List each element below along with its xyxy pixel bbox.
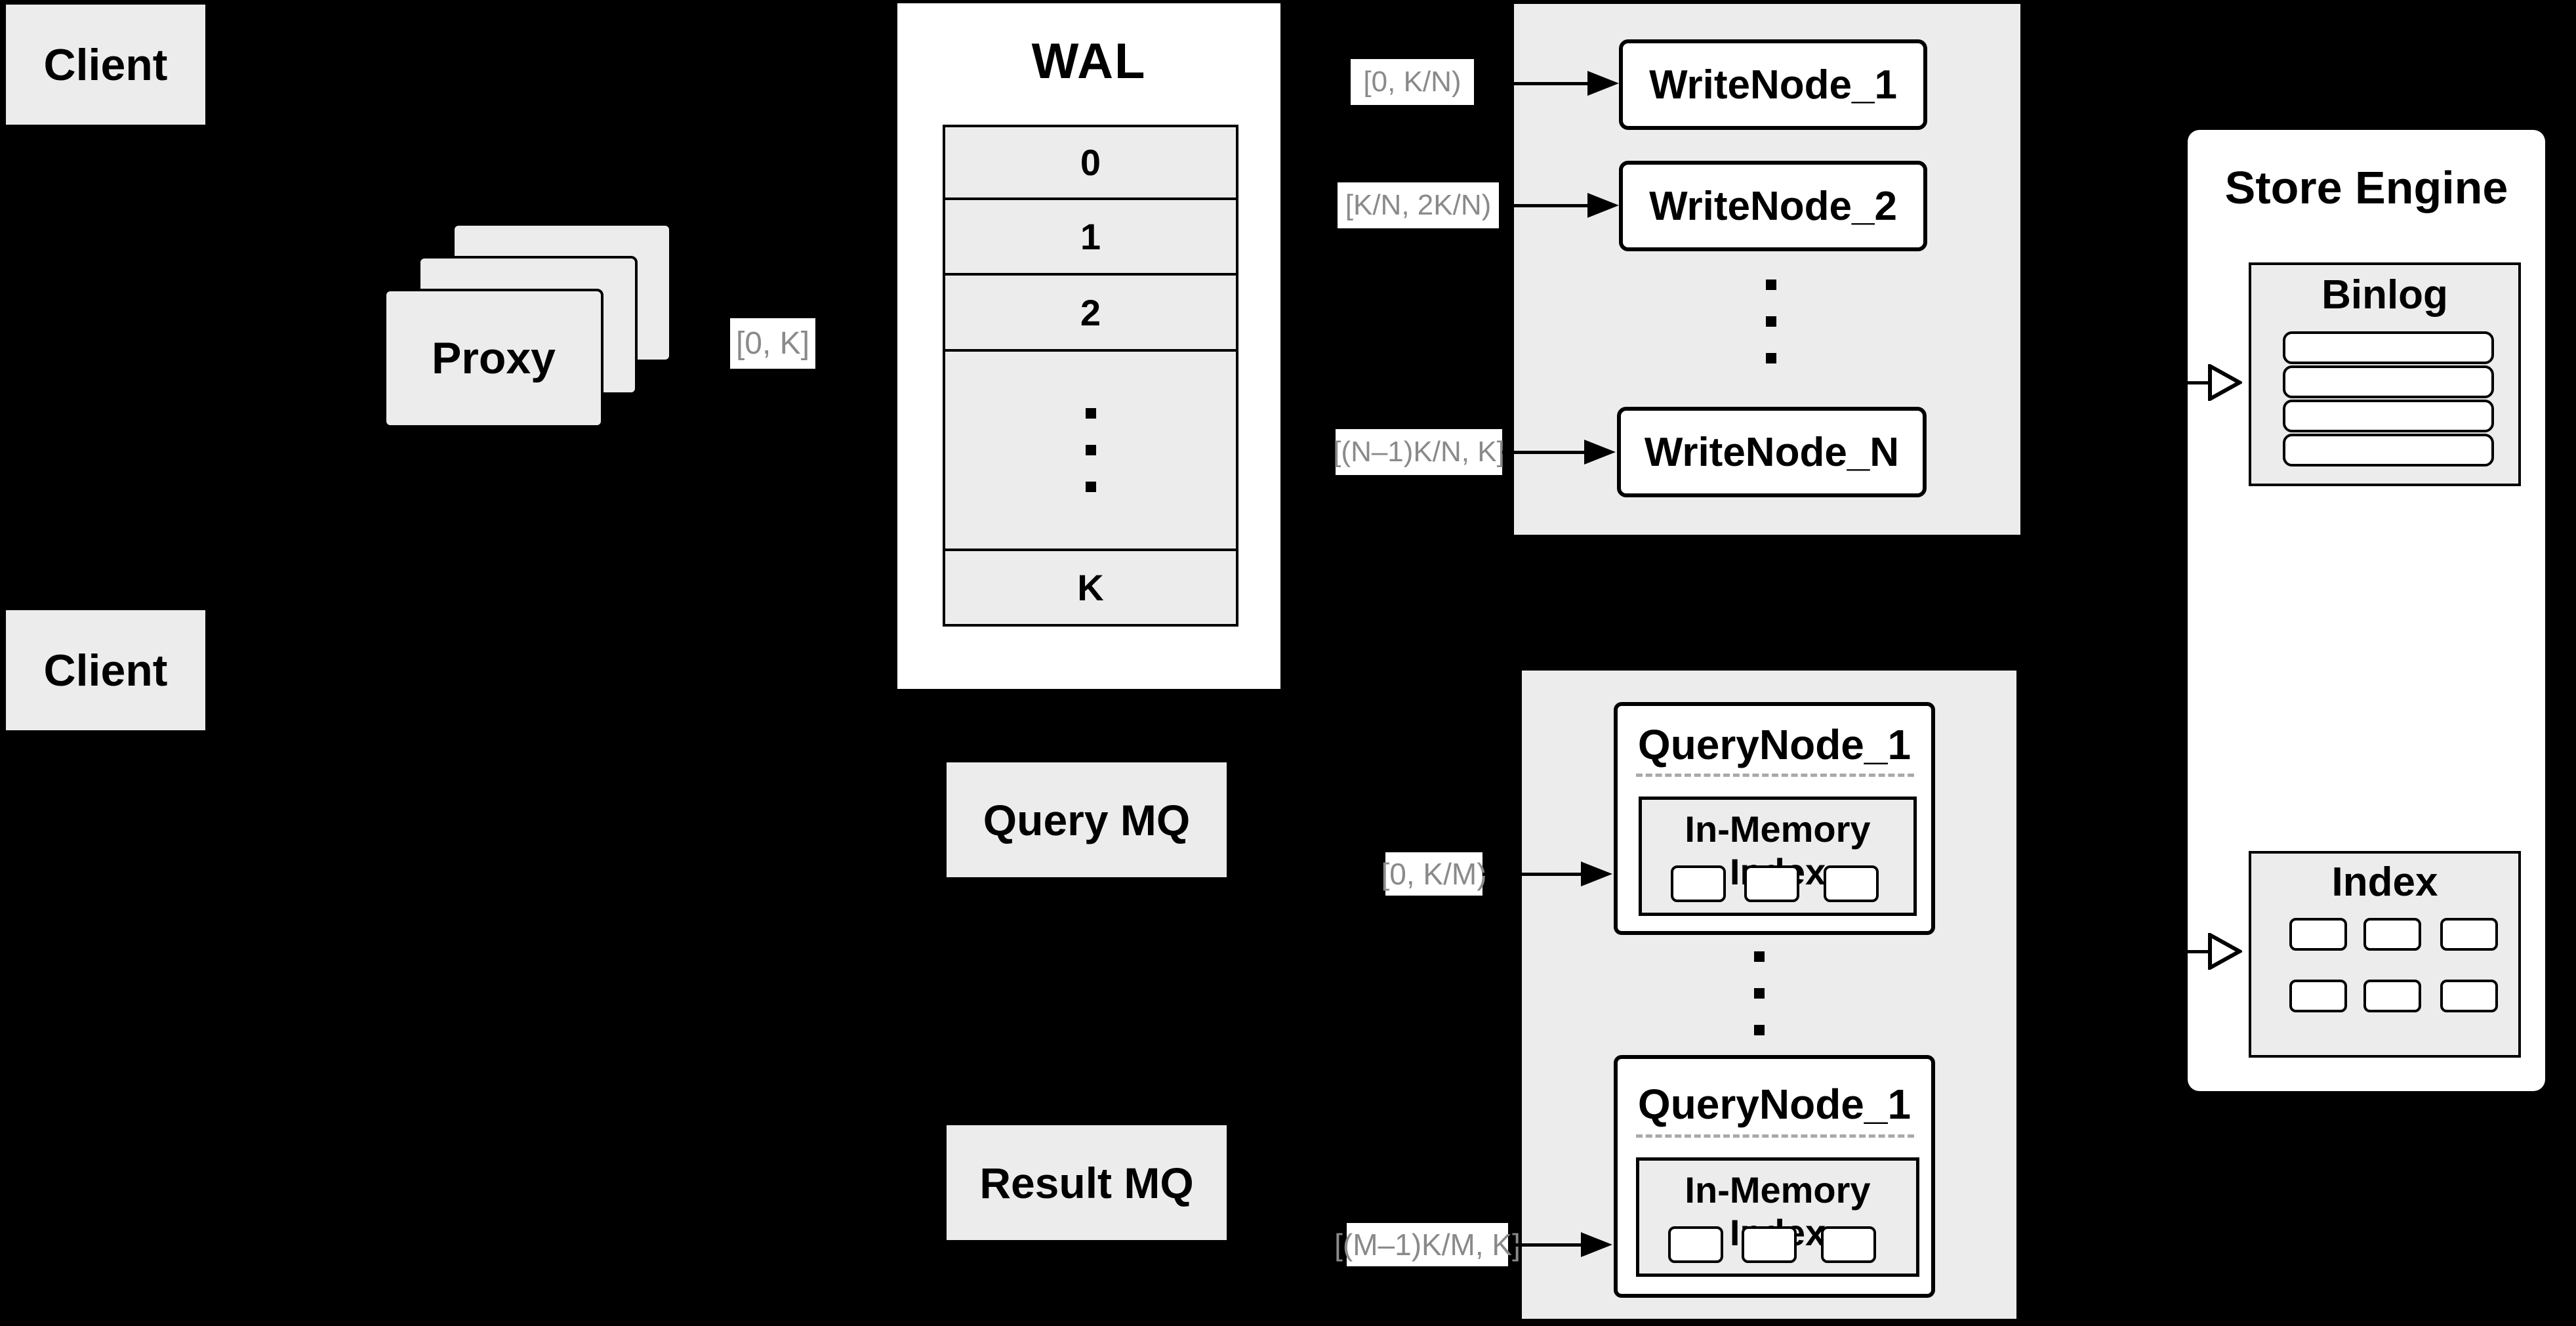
write-cluster-ellipsis-dots <box>1766 280 1776 363</box>
store-engine-title: Store Engine <box>2224 162 2508 213</box>
query-node-top-divider <box>1636 774 1914 777</box>
query-node-bottom: QueryNode_1 In-Memory Index <box>1614 1055 1935 1298</box>
binlog-box: Binlog <box>2249 262 2521 486</box>
segment-cell <box>1742 1226 1797 1263</box>
segment-cell <box>1824 865 1879 902</box>
write-range-label-1-text: [0, K/N) <box>1363 66 1462 98</box>
result-mq-box: Result MQ <box>947 1125 1227 1240</box>
write-range-label-3: [(N–1)K/N, K] <box>1333 429 1505 475</box>
index-box: Index <box>2249 851 2521 1058</box>
arrow-line-writenode-1 <box>1474 82 1589 85</box>
write-node-n-label: WriteNode_N <box>1644 429 1900 475</box>
range-label-0-k: [0, K] <box>730 318 815 369</box>
wal-row-ellipsis <box>943 352 1238 551</box>
write-range-label-3-text: [(N–1)K/N, K] <box>1333 436 1505 468</box>
arrow-head-index <box>2208 933 2242 970</box>
query-range-label-2-text: [(M–1)K/M, K] <box>1334 1228 1521 1262</box>
arrow-head-binlog <box>2208 364 2242 401</box>
wal-row-1-label: 1 <box>1080 216 1101 257</box>
in-memory-index-bottom: In-Memory Index <box>1636 1157 1919 1277</box>
wal-row-k-label: K <box>1077 567 1104 608</box>
result-mq-label: Result MQ <box>979 1158 1194 1207</box>
write-node-2-label: WriteNode_2 <box>1649 183 1897 229</box>
query-node-top: QueryNode_1 In-Memory Index <box>1614 702 1935 935</box>
arrow-head-querynode-2 <box>1581 1232 1612 1257</box>
arrow-head-writenode-1 <box>1587 71 1619 96</box>
query-range-label-1: [0, K/M) <box>1381 852 1487 896</box>
arrow-line-index <box>2016 950 2212 953</box>
arrow-head-querynode-1 <box>1581 861 1612 886</box>
segment-cell <box>1668 1226 1723 1263</box>
wal-row-0-label: 0 <box>1080 142 1101 183</box>
index-cell <box>2440 980 2498 1012</box>
wal-ellipsis-dots <box>1085 408 1096 492</box>
wal-row-1: 1 <box>943 200 1238 276</box>
query-node-bottom-title: QueryNode_1 <box>1637 1081 1912 1128</box>
query-range-label-2: [(M–1)K/M, K] <box>1334 1223 1521 1266</box>
arrow-head-writenode-2 <box>1587 193 1619 218</box>
arrow-line-writenode-2 <box>1499 204 1589 207</box>
index-cell <box>2363 980 2421 1012</box>
in-memory-index-top: In-Memory Index <box>1639 797 1917 916</box>
binlog-row <box>2283 400 2494 432</box>
index-cell <box>2289 980 2347 1012</box>
arrow-line-querynode-2 <box>1508 1243 1582 1247</box>
wal-row-0: 0 <box>943 125 1238 200</box>
wal-box: WAL 0 1 2 K <box>897 3 1280 689</box>
write-node-n: WriteNode_N <box>1617 407 1927 497</box>
binlog-row <box>2283 331 2494 364</box>
wal-row-2-label: 2 <box>1080 291 1101 333</box>
index-title: Index <box>2331 860 2438 905</box>
write-range-label-2-text: [K/N, 2K/N) <box>1345 189 1492 221</box>
index-cell <box>2363 918 2421 951</box>
arrow-line-querynode-1 <box>1482 873 1582 876</box>
query-node-top-title: QueryNode_1 <box>1637 721 1912 768</box>
write-node-1-label: WriteNode_1 <box>1649 62 1897 108</box>
store-engine-box: Store Engine Binlog Index <box>2188 130 2545 1091</box>
binlog-row <box>2283 434 2494 466</box>
segment-cell <box>1821 1226 1876 1263</box>
segment-cell <box>1671 865 1726 902</box>
write-node-2: WriteNode_2 <box>1619 161 1927 251</box>
query-range-label-1-text: [0, K/M) <box>1381 857 1487 891</box>
write-range-label-1: [0, K/N) <box>1351 59 1474 105</box>
wal-table: 0 1 2 K <box>943 125 1238 627</box>
write-node-1: WriteNode_1 <box>1619 39 1927 130</box>
query-node-bottom-divider <box>1636 1134 1914 1138</box>
binlog-title: Binlog <box>2321 272 2448 318</box>
index-cell <box>2440 918 2498 951</box>
write-range-label-2: [K/N, 2K/N) <box>1338 182 1499 228</box>
arrow-line-binlog <box>2020 381 2212 384</box>
client-top-box: Client <box>6 5 205 125</box>
arrow-head-writenode-n <box>1584 440 1616 465</box>
query-mq-box: Query MQ <box>947 762 1227 877</box>
client-top-label: Client <box>43 39 168 90</box>
query-mq-label: Query MQ <box>983 795 1191 844</box>
proxy-card-front: Proxy <box>384 289 603 428</box>
wal-title: WAL <box>1031 33 1147 89</box>
query-cluster-ellipsis-dots <box>1754 951 1765 1035</box>
index-cell <box>2289 918 2347 951</box>
client-bottom-box: Client <box>6 610 205 730</box>
binlog-row <box>2283 365 2494 398</box>
arrow-line-writenode-n <box>1502 451 1585 454</box>
proxy-label: Proxy <box>432 333 556 383</box>
segment-cell <box>1744 865 1799 902</box>
wal-row-k: K <box>943 551 1238 627</box>
wal-row-2: 2 <box>943 276 1238 352</box>
client-bottom-label: Client <box>43 645 168 695</box>
range-label-0-k-text: [0, K] <box>735 326 810 361</box>
